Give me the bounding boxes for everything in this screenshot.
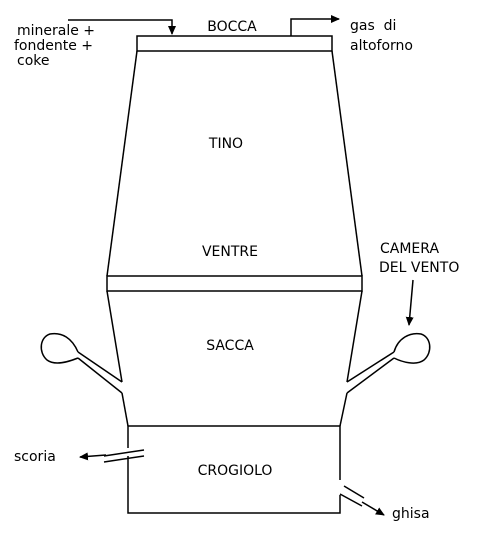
label-bosh: SACCA: [206, 338, 254, 354]
left-tuyere-bulb: [40, 332, 79, 364]
throat-band: [136, 35, 333, 52]
label-iron: ghisa: [392, 506, 430, 522]
label-stack: TINO: [208, 136, 243, 152]
bosh-right-wall: [346, 290, 363, 383]
label-chamber-line1: CAMERA: [380, 241, 439, 257]
iron-tap-line-upper: [343, 485, 365, 499]
hearth-outline: [127, 425, 341, 480]
bosh-left-wall: [106, 290, 123, 383]
bosh-right-lower-wall: [339, 392, 348, 427]
label-gas-line2: altoforno: [350, 38, 413, 54]
slag-tap-line-lower: [103, 455, 145, 463]
charge-input-arrow: [68, 19, 176, 35]
label-chamber-line2: DEL VENTO: [379, 260, 459, 276]
right-tuyere-pipe-top: [346, 351, 395, 383]
belly-band: [106, 275, 363, 292]
label-throat: BOCCA: [207, 19, 257, 35]
label-slag: scoria: [14, 449, 56, 465]
label-input-flux: fondente +: [14, 38, 93, 54]
label-hearth: CROGIOLO: [198, 463, 273, 479]
hearth-bottom: [127, 456, 341, 514]
chamber-pointer-arrow: [405, 279, 414, 326]
label-belly: VENTRE: [202, 244, 258, 260]
bosh-left-lower-wall: [121, 392, 129, 427]
label-input-ore: minerale +: [17, 23, 95, 39]
slag-tap-line-upper: [103, 449, 145, 457]
right-tuyere-bulb: [393, 332, 431, 364]
label-gas-line1: gas di: [350, 18, 396, 34]
iron-tap-line-lower: [339, 493, 363, 507]
stack-left-wall: [106, 50, 138, 277]
left-tuyere-pipe-bottom: [77, 357, 123, 394]
gas-output-arrow: [290, 15, 340, 36]
right-tuyere-pipe-bottom: [346, 357, 395, 394]
slag-outflow-arrow: [79, 452, 107, 461]
stack-right-wall: [331, 50, 363, 277]
iron-outflow-arrow: [361, 501, 385, 516]
left-tuyere-pipe-top: [77, 351, 123, 383]
label-input-coke: coke: [17, 53, 49, 69]
